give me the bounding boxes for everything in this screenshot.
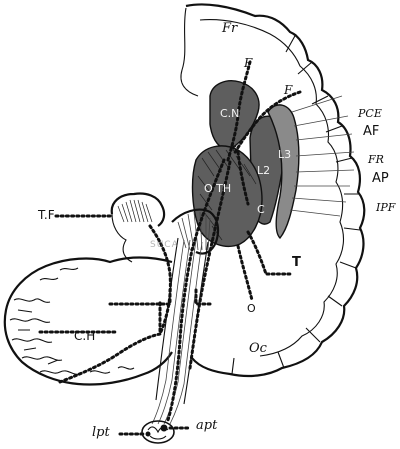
path-temporal — [148, 224, 172, 336]
lentiform-l3 — [267, 104, 300, 240]
spinal-cord-section — [141, 420, 175, 444]
label-lpt: lpt — [92, 425, 110, 440]
label-tf: T.F — [38, 208, 55, 222]
label-oth: O TH — [204, 182, 232, 195]
label-cn: C.N — [220, 107, 240, 120]
apt-dot — [160, 424, 168, 432]
path-t — [246, 230, 294, 276]
label-ch: C.H — [74, 329, 96, 343]
peduncle-fibers — [177, 211, 211, 251]
path-ch — [58, 298, 162, 384]
label-oc: Oc — [249, 341, 267, 356]
path-f-right — [232, 90, 302, 156]
label-l2: L2 — [257, 164, 271, 177]
label-f-right: F — [284, 83, 293, 97]
frontal-fissure — [180, 7, 199, 97]
path-fr-f — [226, 60, 252, 162]
pyramidal-tract — [151, 239, 203, 425]
path-dashed-c — [236, 150, 250, 206]
label-ap: AP — [372, 171, 389, 186]
temporal-lobe-side — [111, 213, 133, 263]
gyrus-lines — [231, 33, 361, 375]
cerebellum-folia — [9, 267, 135, 375]
label-star: * — [230, 144, 237, 159]
label-c: C — [257, 203, 265, 216]
path-descending-1 — [166, 158, 226, 422]
label-apt: apt — [196, 418, 218, 433]
label-fr: Fr — [222, 21, 238, 36]
label-af: AF — [363, 124, 380, 139]
label-o: O — [247, 302, 256, 315]
tf-hatching — [117, 199, 153, 223]
cerebellum-outline — [3, 256, 173, 386]
watermark: SUCA — [150, 240, 179, 250]
label-fr-right: FR — [368, 153, 384, 166]
temporal-lobe-top — [110, 192, 166, 227]
capsule-fibers — [289, 95, 355, 217]
label-pce: PCE — [358, 107, 382, 120]
lpt-dot — [145, 431, 151, 437]
label-t: T — [292, 255, 301, 270]
path-o — [236, 244, 254, 302]
label-f-upper: F — [244, 56, 253, 70]
path-descending-2 — [188, 160, 232, 370]
label-l3: L3 — [278, 148, 292, 161]
hemisphere-inner-line — [199, 19, 345, 357]
label-ipf: IPF — [376, 201, 396, 214]
